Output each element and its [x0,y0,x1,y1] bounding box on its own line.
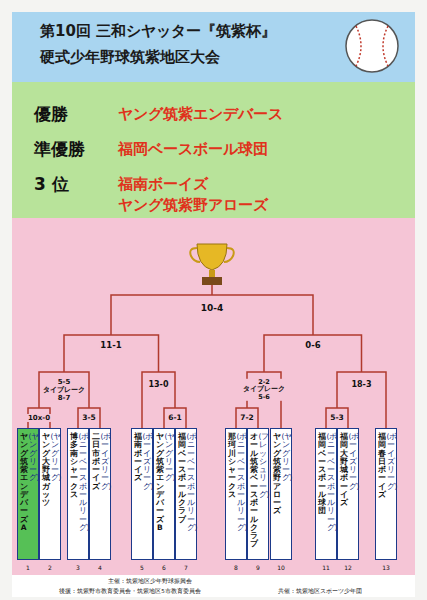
footer-band [12,575,415,597]
results-band: 優勝 ヤング筑紫エンデバース準優勝 福岡ベースボール球団 3 位 福南ボーイズヤング筑紫… [12,82,415,218]
league-name: (ポニーベースボールリーグ) [237,433,245,555]
match-score: 10x-0 [27,414,51,422]
team-number: 9 [255,565,261,572]
team-column: ヤング大野城ガッツ(ヤングリーグ) [39,428,61,560]
team-column: オール筑紫ベースボールクラブ(フレッシュリーグ) [247,428,269,560]
team-name: ヤング筑紫野アローズ [118,196,268,215]
team-number: 5 [139,565,145,572]
trophy-handle [190,248,200,262]
league-name: (ポニーベースボールリーグ) [187,433,195,555]
league-name: (ポニーベースボールリーグ) [79,433,87,555]
team-name: オール筑紫ベースボールクラブ [250,433,258,555]
team-number: 4 [97,565,103,572]
league-name: (ボーイズリーグ) [101,433,109,555]
bracket-panel [12,218,415,575]
team-number: 10 [276,565,286,572]
team-number: 6 [161,565,167,572]
team-number: 13 [381,565,391,572]
match-score: 11-1 [99,341,122,351]
team-number: 2 [47,565,53,572]
league-name: (ボーイズリーグ) [349,433,357,555]
team-column: 福南ボーイズ(ボーイズリーグ) [131,428,153,560]
team-number: 7 [183,565,189,572]
match-score: 6-1 [167,414,183,423]
team-number: 8 [233,565,239,572]
team-name: ヤング筑紫エンデバーズA [20,433,28,555]
team-name: 二日市ボーイズ [92,433,100,555]
match-score: 0-6 [304,341,321,351]
team-number: 12 [343,565,353,572]
match-score: 2-2 タイブレーク 5-6 [242,379,286,401]
tournament-bracket [28,285,386,428]
league-name: (ヤングリーグ) [29,433,37,555]
team-number: 11 [321,565,331,572]
ball [346,20,398,72]
trophy-handle [224,248,234,262]
team-column: ヤング筑紫エンデバーズA(ヤングリーグ) [17,428,39,560]
team-column: ヤング筑紫エンデバーズB(ヤングリーグ) [153,428,175,560]
team-name: 福岡ベースボール球団 [318,433,326,555]
team-name: 福南ボーイズ [134,433,142,555]
trophy [190,244,234,285]
match-score: 3-5 [81,414,97,423]
match-score: 5-5 タイブレーク 8-7 [40,378,88,402]
team-name: 福岡ベースボール球団 [118,140,268,159]
trophy-stem [209,270,215,277]
team-name: 那珂川シャークス [228,433,236,555]
match-score: 7-2 [239,414,255,423]
team-column: 福岡春日ボーイズ(ボーイズリーグ) [375,428,397,560]
title-text: 第10回 三和シヤッター『筑紫杯』 硬式少年野球筑紫地区大会 [40,18,320,71]
team-column: 那珂川シャークス(ポニーベースボールリーグ) [225,428,247,560]
team-name: ヤング大野城ガッツ [42,433,50,555]
team-name: ヤング筑紫野アローズ [273,433,281,555]
league-name: (ヤングリーグ) [51,433,59,555]
rank-label: 3 位 [34,173,69,196]
league-name: (ヤングリーグ) [282,433,290,555]
team-column: 二日市ボーイズ(ボーイズリーグ) [89,428,111,560]
trophy-base [202,277,222,285]
team-name: 福岡大野城ボーイズ [340,433,348,555]
team-number: 1 [25,565,31,572]
match-score: 18-3 [350,380,372,389]
league-name: (ヤングリーグ) [165,433,173,555]
team-name: 博多南シャークス [70,433,78,555]
team-name: ヤング筑紫エンデバース [118,105,283,124]
league-name: (ボーイズリーグ) [143,433,151,555]
team-name: ヤング筑紫エンデバーズB [156,433,164,555]
match-score: 10-4 [200,303,225,313]
team-column: 福岡大野城ボーイズ(ボーイズリーグ) [337,428,359,560]
stitch [383,26,388,66]
stitch [356,26,361,66]
title-band [12,12,415,82]
team-column: 博多南シャークス(ポニーベースボールリーグ) [67,428,89,560]
match-score: 13-0 [147,380,169,389]
league-name: (ポニーベースボールリーグ) [327,433,335,555]
footer-note: 後援：筑紫野市教育委員会・筑紫地区5市教育委員会 [58,588,202,594]
team-column: 福岡ベースボールクラブ(ポニーベースボールリーグ) [175,428,197,560]
team-number: 3 [75,565,81,572]
league-name: (ボーイズリーグ) [387,433,395,555]
baseball-icon [346,20,398,72]
team-column: 福岡ベースボール球団(ポニーベースボールリーグ) [315,428,337,560]
footer-note: 共催：筑紫地区スポーツ少年団 [277,588,363,594]
team-column: ヤング筑紫野アローズ(ヤングリーグ) [270,428,292,560]
team-name: 福南ボーイズ [118,175,208,194]
rank-label: 準優勝 [34,138,85,161]
footer-note: 主催：筑紫地区少年野球振興会 [107,578,193,584]
team-name: 福岡ベースボールクラブ [178,433,186,555]
team-name: 福岡春日ボーイズ [378,433,386,555]
match-score: 5-3 [329,414,345,423]
rank-label: 優勝 [34,103,68,126]
trophy-cup [197,244,227,270]
league-name: (フレッシュリーグ) [259,433,267,555]
